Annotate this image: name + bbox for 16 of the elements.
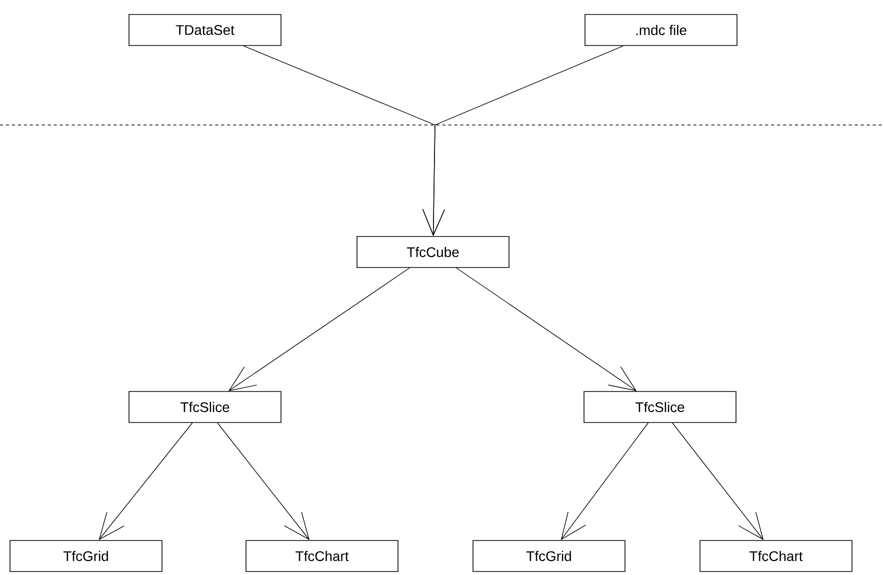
class-box: TDataSet <box>128 14 282 46</box>
arrow <box>228 268 410 392</box>
class-box: TfcChart <box>246 540 398 572</box>
arrow <box>672 422 764 540</box>
arrow <box>217 422 310 540</box>
class-box: TfcSlice <box>128 391 282 423</box>
class-box: TfcCube <box>356 236 510 268</box>
class-box: TfcSlice <box>584 391 736 423</box>
arrow <box>422 46 624 236</box>
arrow <box>98 422 193 540</box>
class-box: TfcChart <box>700 540 852 572</box>
arrow <box>560 422 649 540</box>
class-box: .mdc file <box>584 14 738 46</box>
class-box: TfcGrid <box>10 540 162 572</box>
class-box: TfcGrid <box>472 540 626 572</box>
arrow <box>456 268 637 392</box>
